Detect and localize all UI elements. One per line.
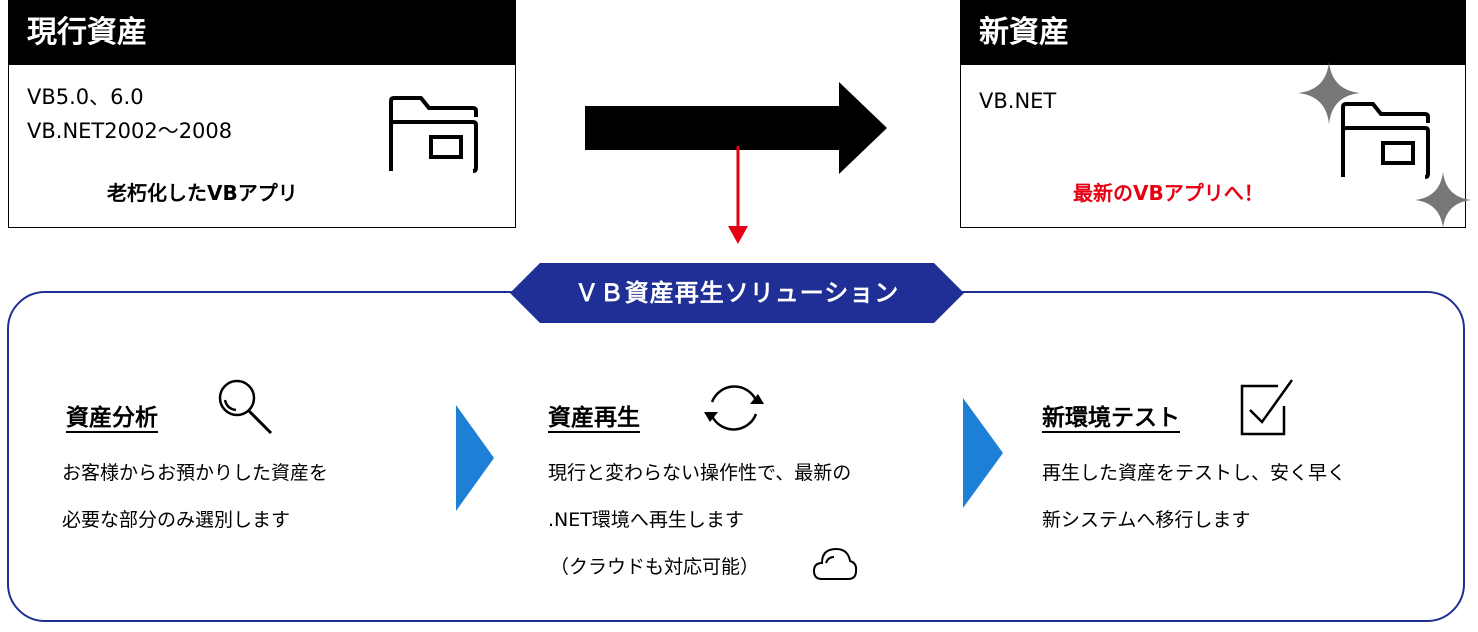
new-asset-box: 新資産 VB.NET 最新のVBアプリへ！	[960, 0, 1466, 228]
solution-banner: ＶＢ資産再生ソリューション	[510, 263, 964, 323]
search-icon	[218, 379, 273, 435]
folder-icon	[389, 96, 478, 173]
solution-banner-label: ＶＢ資産再生ソリューション	[574, 279, 900, 307]
step-regeneration-line-1: 現行と変わらない操作性で、最新の	[548, 462, 852, 484]
current-asset-caption: 老朽化したVBアプリ	[107, 181, 298, 205]
folder-icon	[1341, 102, 1430, 179]
step-analysis-line-2: 必要な部分のみ選別します	[62, 509, 291, 531]
step-regeneration-line-3: （クラウドも対応可能）	[550, 556, 760, 578]
step-analysis-title: 資産分析	[66, 405, 158, 431]
step-chevron	[456, 405, 494, 511]
step-analysis-line-1: お客様からお預かりした資産を	[62, 462, 329, 484]
solution-panel	[7, 291, 1465, 622]
current-asset-line-2: VB.NET2002〜2008	[27, 119, 233, 143]
step-test-line-1: 再生した資産をテストし、安く早く	[1042, 462, 1347, 484]
step-chevron	[963, 398, 1003, 508]
current-asset-title: 現行資産	[9, 1, 515, 65]
step-regeneration-line-2: .NET環境へ再生します	[548, 509, 744, 531]
step-regeneration-title: 資産再生	[548, 405, 640, 431]
cloud-icon	[812, 547, 858, 580]
refresh-icon	[704, 385, 764, 431]
transition-arrow	[585, 82, 887, 174]
new-asset-caption: 最新のVBアプリへ！	[1073, 181, 1264, 205]
sparkle-icon	[1415, 172, 1471, 228]
down-arrow	[728, 146, 748, 244]
checkbox-icon	[1240, 379, 1294, 436]
new-asset-line-1: VB.NET	[979, 89, 1057, 113]
step-test-title: 新環境テスト	[1042, 405, 1180, 431]
current-asset-line-1: VB5.0、6.0	[27, 85, 144, 109]
sparkle-icon	[1298, 62, 1360, 124]
current-asset-box: 現行資産 VB5.0、6.0 VB.NET2002〜2008 老朽化したVBアプ…	[8, 0, 516, 228]
step-test-line-2: 新システムへ移行します	[1042, 509, 1251, 531]
new-asset-title: 新資産	[961, 1, 1465, 65]
